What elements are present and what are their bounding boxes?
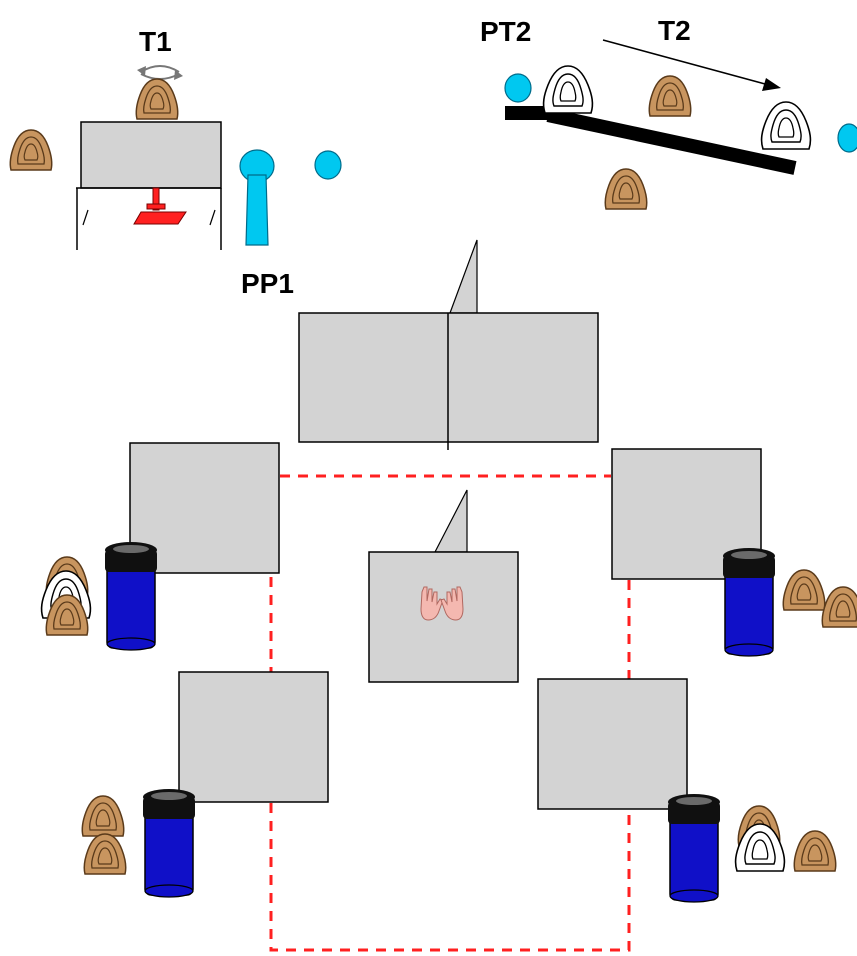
operator-hands-icon xyxy=(420,586,464,621)
t1-machine xyxy=(76,121,222,250)
t2-direction-arrow xyxy=(602,39,781,91)
part-on-t1-icon xyxy=(135,78,179,120)
cyan-ball-icon xyxy=(504,73,532,103)
pt2-conveyor xyxy=(505,106,797,175)
cyan-probe-icon xyxy=(239,149,275,246)
central-machine xyxy=(298,239,599,450)
part-icon xyxy=(782,569,826,611)
station-bottom-right xyxy=(537,678,688,810)
part-icon xyxy=(81,795,125,837)
blue-bin-icon xyxy=(722,547,776,657)
part-below-conveyor-icon xyxy=(604,168,648,210)
label-pt2: PT2 xyxy=(480,16,532,47)
safety-cell-boundary xyxy=(269,803,631,952)
part-icon xyxy=(793,830,837,872)
label-t1: T1 xyxy=(139,26,172,57)
part-icon xyxy=(821,586,857,628)
cyan-ball-icon xyxy=(314,150,342,180)
part-on-conveyor-icon xyxy=(648,75,692,117)
white-workpiece-icon xyxy=(760,101,812,150)
cyan-ball-icon xyxy=(837,123,857,153)
white-workpiece-icon xyxy=(542,65,594,114)
part-input-icon xyxy=(9,129,53,171)
blue-bin-icon xyxy=(667,793,721,903)
rotate-arrow-icon xyxy=(137,65,183,80)
part-icon xyxy=(83,833,127,875)
station-bottom-left xyxy=(178,671,329,803)
blue-bin-icon xyxy=(104,541,158,651)
operator-station xyxy=(368,489,519,683)
red-fixture-icon xyxy=(133,187,187,225)
label-t2: T2 xyxy=(658,15,691,46)
label-pp1: PP1 xyxy=(241,268,294,299)
blue-bin-icon xyxy=(142,788,196,898)
